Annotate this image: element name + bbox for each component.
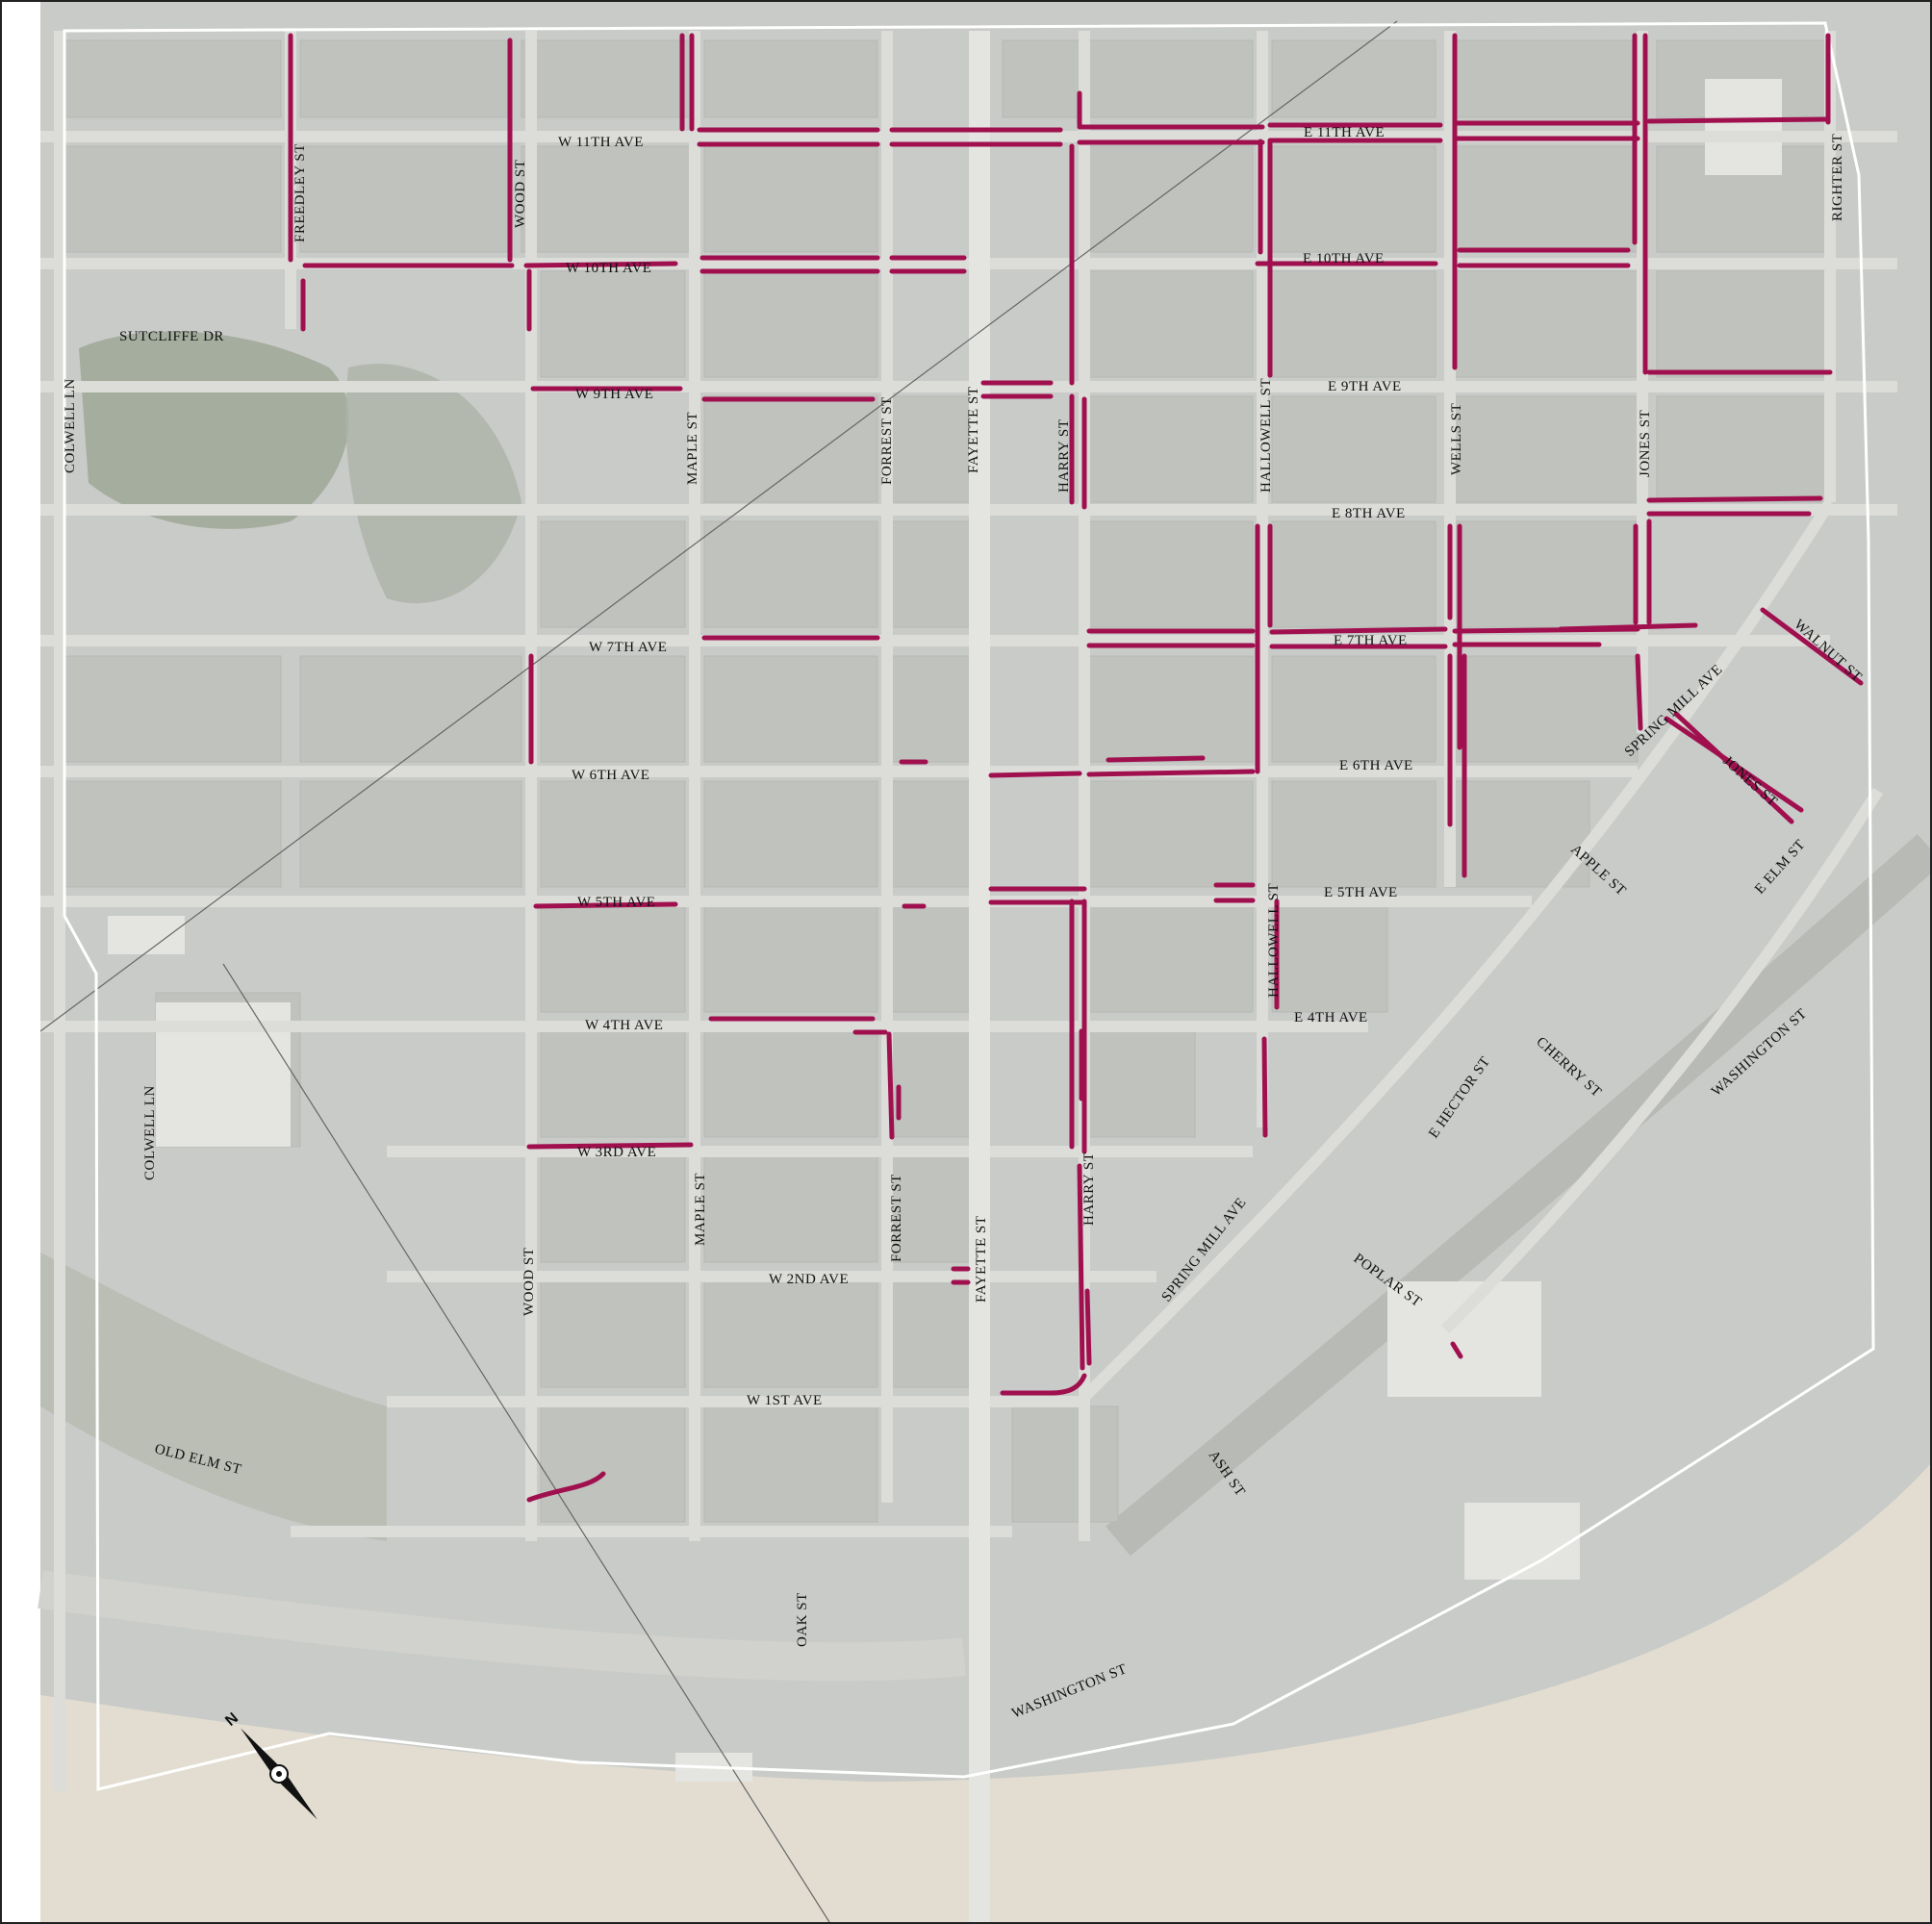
label-sutcliffe-dr: SUTCLIFFE DR	[119, 329, 224, 344]
rail-corridor	[1106, 834, 1930, 1557]
label-forrest-st-top: FORREST ST	[879, 396, 895, 485]
label-maple-st-top: MAPLE ST	[685, 412, 700, 485]
utility-line-2	[222, 963, 830, 1922]
label-wells-st: WELLS ST	[1449, 403, 1464, 475]
label-fayette-st-bottom: FAYETTE ST	[974, 1216, 989, 1303]
label-hallowell-st-top: HALLOWELL ST	[1258, 378, 1274, 493]
label-w-5th-ave: W 5TH AVE	[577, 895, 655, 910]
park-area	[79, 331, 349, 529]
label-w-10th-ave: W 10TH AVE	[566, 261, 651, 276]
label-maple-st-bottom: MAPLE ST	[693, 1173, 708, 1246]
city-blocks	[59, 39, 1831, 1523]
wooded-area	[345, 364, 521, 604]
south-green-area	[40, 1253, 387, 1541]
label-colwell-ln-top: COLWELL LN	[63, 378, 78, 473]
label-fayette-st-top: FAYETTE ST	[966, 387, 981, 473]
label-w-6th-ave: W 6TH AVE	[572, 768, 649, 783]
label-e-9th-ave: E 9TH AVE	[1328, 379, 1402, 394]
label-w-7th-ave: W 7TH AVE	[589, 640, 667, 655]
label-e-11th-ave: E 11TH AVE	[1304, 125, 1385, 140]
label-w-2nd-ave: W 2ND AVE	[769, 1272, 849, 1287]
label-harry-st-bottom: HARRY ST	[1081, 1152, 1097, 1226]
aerial-base	[38, 2, 1930, 1922]
label-e-4th-ave: E 4TH AVE	[1294, 1010, 1368, 1025]
label-forrest-st-bottom: FORREST ST	[889, 1174, 904, 1262]
label-w-3rd-ave: W 3RD AVE	[577, 1145, 656, 1160]
label-e-7th-ave: E 7TH AVE	[1334, 633, 1408, 648]
label-freedley-st: FREEDLEY ST	[292, 143, 308, 242]
study-area-boundary	[63, 21, 1875, 1791]
lower-road-band	[38, 1570, 966, 1682]
river	[40, 1464, 1930, 1922]
label-wood-st-bottom: WOOD ST	[521, 1248, 537, 1316]
utility-line	[39, 20, 1398, 1032]
label-colwell-ln-bottom: COLWELL LN	[142, 1085, 158, 1180]
label-e-6th-ave: E 6TH AVE	[1339, 758, 1413, 773]
label-e-10th-ave: E 10TH AVE	[1303, 251, 1385, 266]
label-wood-st-top: WOOD ST	[513, 160, 528, 228]
label-harry-st-top: HARRY ST	[1056, 419, 1072, 493]
north-arrow-icon: N	[222, 1709, 318, 1820]
label-oak-st: OAK ST	[795, 1592, 810, 1647]
label-w-1st-ave: W 1ST AVE	[747, 1393, 823, 1408]
label-jones-st-top: JONES ST	[1638, 410, 1653, 477]
label-hallowell-st-bottom: HALLOWELL ST	[1266, 883, 1282, 998]
label-w-9th-ave: W 9TH AVE	[575, 387, 653, 402]
label-e-8th-ave: E 8TH AVE	[1332, 506, 1406, 521]
highlighted-segments	[288, 33, 1864, 1503]
label-righter-st: RIGHTER ST	[1830, 134, 1845, 221]
label-w-4th-ave: W 4TH AVE	[585, 1018, 663, 1033]
label-w-11th-ave: W 11TH AVE	[558, 135, 644, 150]
label-e-5th-ave: E 5TH AVE	[1324, 885, 1398, 900]
